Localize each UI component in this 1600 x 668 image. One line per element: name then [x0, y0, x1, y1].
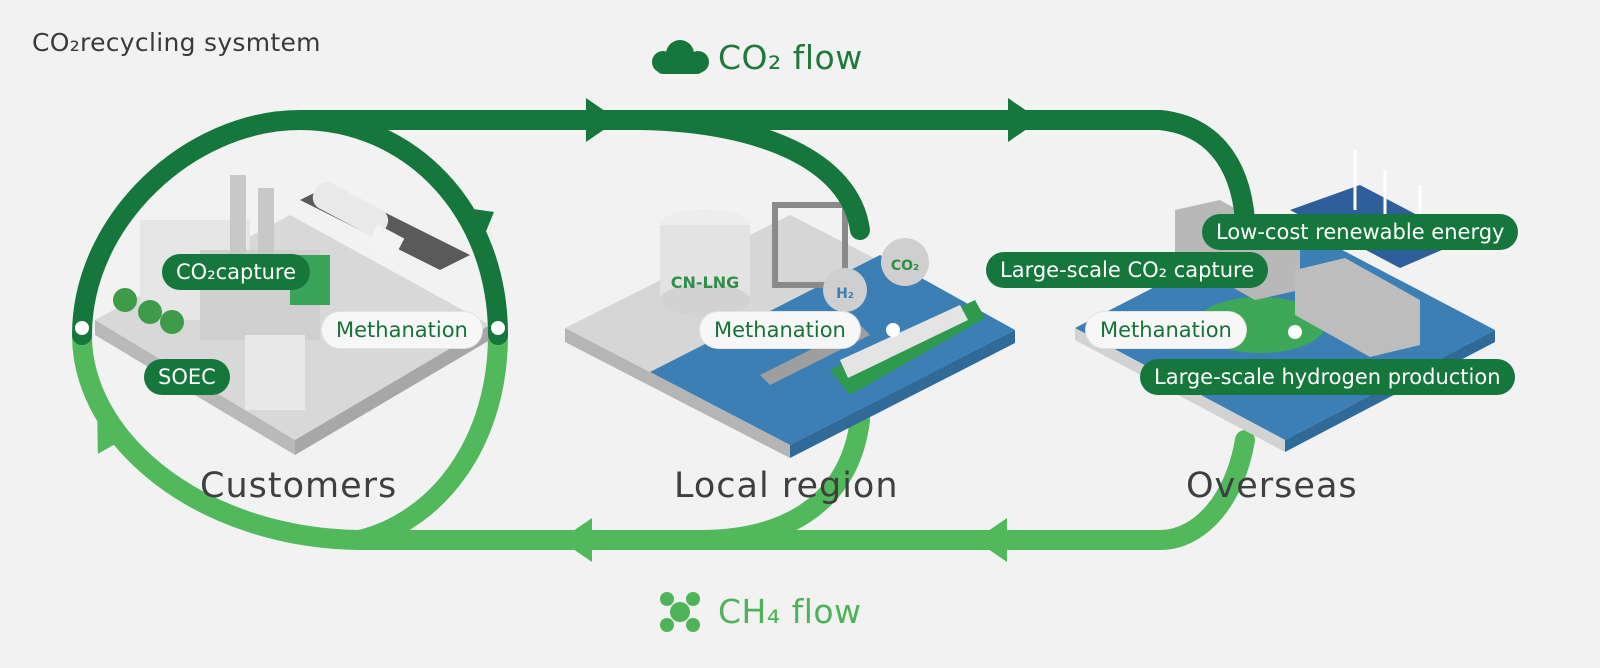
node-dot-customers-left [75, 321, 89, 335]
ch4-arrow-right [975, 518, 1007, 562]
sphere-label-co2: CO₂ [891, 258, 919, 274]
region-label-customers: Customers [200, 466, 398, 506]
co2-local-curve [630, 110, 870, 240]
ch4-overseas-curve [1150, 430, 1255, 550]
tag-overseas-renewable: Low-cost renewable energy [1202, 214, 1519, 250]
co2-customers-left-arc [72, 110, 310, 345]
ch4-customers-left-arc [72, 325, 370, 550]
co2-arrow-right [1008, 98, 1040, 142]
co2-overseas-curve [1150, 110, 1255, 230]
cloud-icon [652, 40, 709, 74]
diagram-title: CO₂recycling sysmtem [32, 28, 321, 57]
node-dots [75, 321, 1302, 339]
ch4-flow-loops [72, 325, 1255, 550]
node-dot-local [886, 323, 900, 337]
ch4-arrowheads [97, 421, 1007, 562]
sphere-label-h2: H₂ [836, 286, 854, 302]
tag-customers-soec: SOEC [144, 359, 230, 395]
tag-overseas-methanation: Methanation [1086, 312, 1246, 348]
tank-label: CN-LNG [671, 273, 740, 292]
ch4-arrow-left [97, 421, 132, 454]
tag-customers-methanation: Methanation [322, 312, 482, 348]
node-dot-customers-right [491, 321, 505, 335]
region-label-local: Local region [674, 466, 899, 506]
co2-arrow-mid [586, 98, 618, 142]
tag-customers-co2-capture: CO₂capture [162, 254, 310, 290]
co2-flow-loops [72, 110, 1255, 345]
ch4-customers-right-arc [350, 325, 508, 550]
co2-arrow-customers [452, 206, 494, 246]
overseas-island [1075, 150, 1495, 452]
ch4-flow-label: CH₄ flow [718, 592, 862, 631]
ch4-arrow-mid [560, 518, 592, 562]
tag-overseas-co2-capture: Large-scale CO₂ capture [986, 252, 1269, 288]
region-label-overseas: Overseas [1186, 466, 1358, 506]
node-dot-overseas [1288, 325, 1302, 339]
co2-arrowheads [452, 98, 1040, 246]
methane-molecule-icon [660, 592, 700, 632]
tag-overseas-hydrogen: Large-scale hydrogen production [1140, 359, 1515, 395]
local-region-island [565, 202, 1015, 458]
ch4-local-curve [690, 410, 870, 550]
tag-local-methanation: Methanation [700, 312, 860, 348]
co2-flow-label: CO₂ flow [718, 38, 863, 77]
co2-customers-right-arc [290, 110, 508, 345]
